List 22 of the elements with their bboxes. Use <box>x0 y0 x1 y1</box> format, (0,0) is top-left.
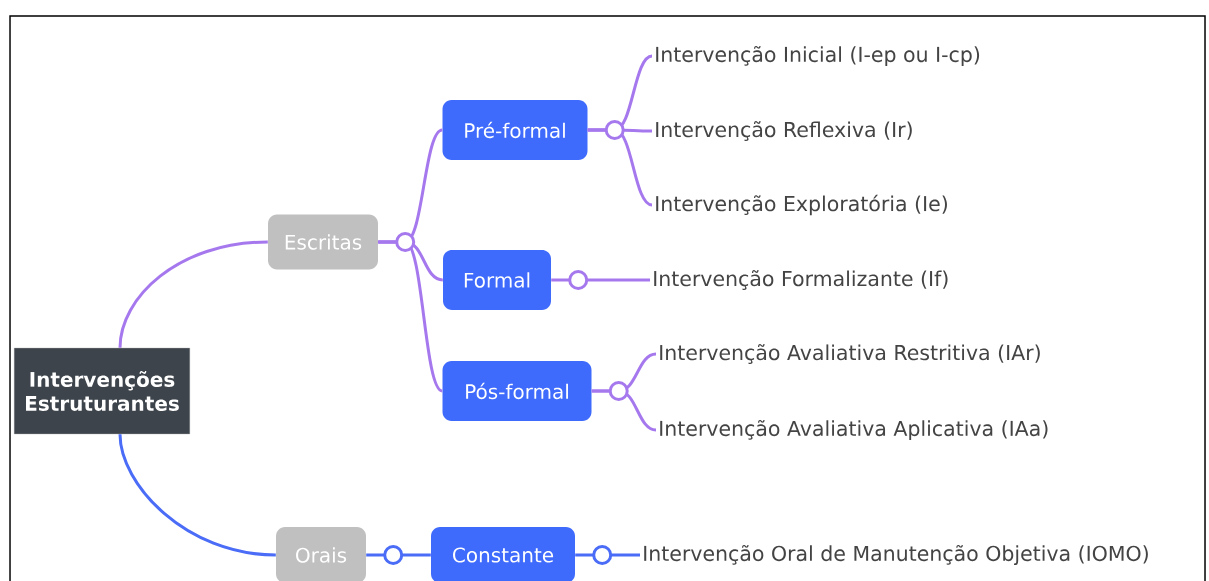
connector <box>551 278 650 282</box>
connector <box>118 240 268 348</box>
connector <box>366 553 431 557</box>
category-box: Formal <box>443 250 551 310</box>
leaf-label: Intervenção Inicial (I-ep ou I-cp) <box>656 45 980 67</box>
root-box: Intervenções Estruturantes <box>13 347 191 435</box>
category-box: Pós-formal <box>442 361 592 421</box>
category-box: Orais <box>276 527 366 581</box>
category-box: Pré-formal <box>442 100 588 160</box>
category-box: Escritas <box>268 214 378 270</box>
category-box: Constante <box>431 527 575 581</box>
connector <box>587 128 653 207</box>
connector <box>575 553 640 557</box>
leaf-label: Intervenção Avaliativa Restritiva (IAr) <box>660 344 1040 364</box>
leaf-label: Intervenção Oral de Manutenção Objetiva (IOMO) <box>644 544 1148 566</box>
leaf-label: Intervenção Reflexiva (Ir) <box>656 121 912 141</box>
connector <box>378 240 444 393</box>
connector <box>118 434 276 557</box>
connector <box>591 389 657 432</box>
leaf-label: Intervenção Avaliativa Aplicativa (IAa) <box>660 419 1048 441</box>
leaf-label: Intervenção Formalizante (If) <box>654 270 948 290</box>
leaf-label: Intervenção Exploratória (Ie) <box>656 194 947 216</box>
